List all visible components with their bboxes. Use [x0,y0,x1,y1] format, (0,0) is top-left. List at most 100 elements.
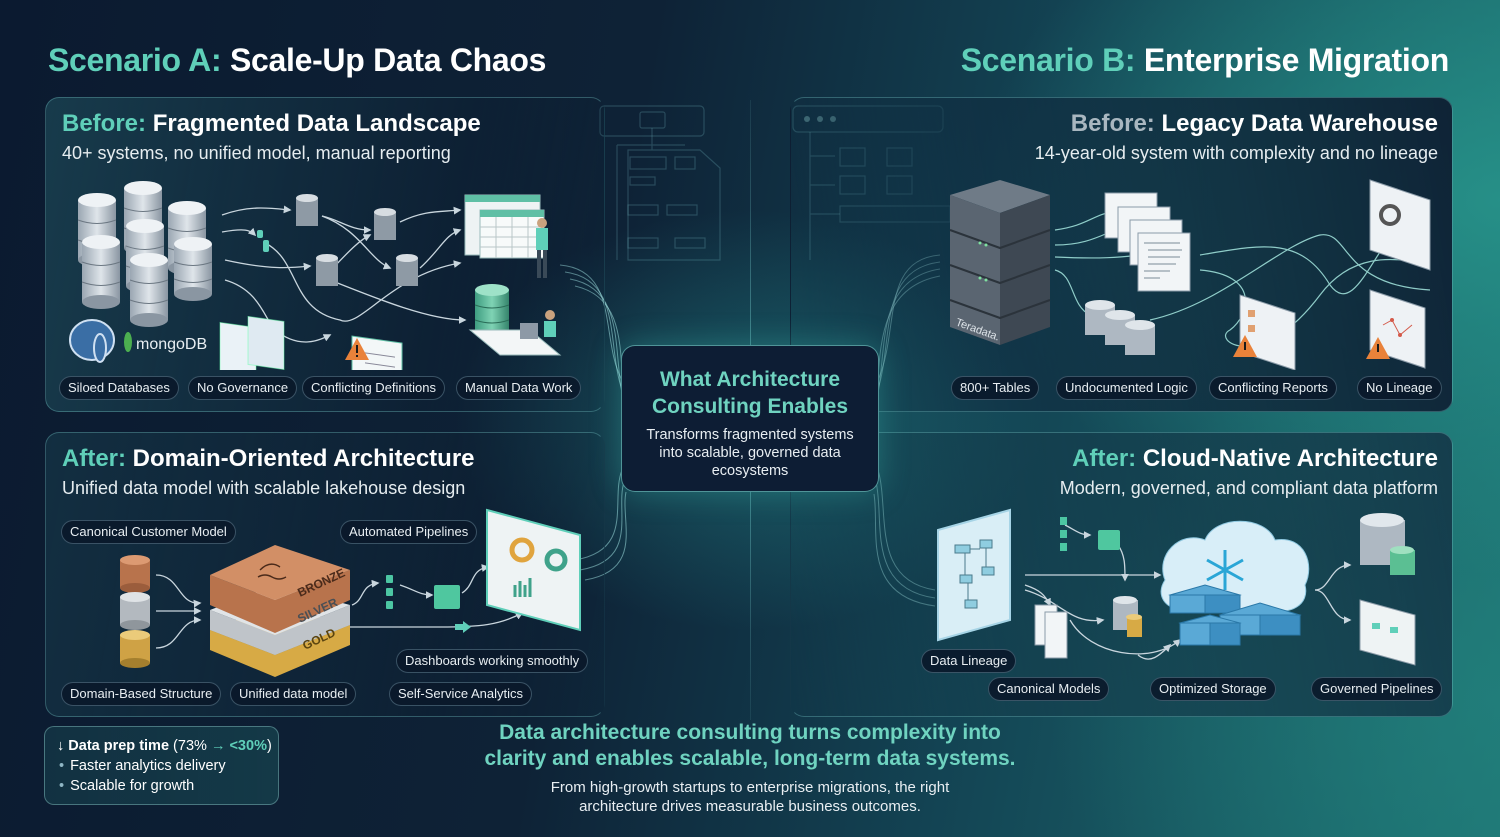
panel-b-after-subtitle: Modern, governed, and compliant data pla… [1059,478,1438,498]
panel-b-before-title: Before: Legacy Data Warehouse [1071,110,1438,138]
panel-a-before-subtitle: 40+ systems, no unified model, manual re… [62,143,451,163]
metric-label: Data prep time [68,738,170,754]
tag-conflicting-reports: Conflicting Reports [1209,376,1337,400]
bronze-database-icon [120,555,150,593]
center-subtitle-line: ecosystems [711,463,789,479]
metric-bullet: • Scalable for growth [57,776,278,796]
bullet-text: Faster analytics delivery [70,758,226,774]
governed-database-icon [1360,513,1415,575]
center-subtitle-line: into scalable, governed data [659,445,841,461]
database-cluster-icon [77,181,213,327]
tag-self-service-analytics: Self-Service Analytics [389,682,532,706]
postgres-logo-icon [69,319,115,363]
tag-optimized-storage: Optimized Storage [1150,677,1276,701]
panel-b-before [790,97,1453,412]
scenario-b-name: Enterprise Migration [1143,42,1449,78]
center-title-line: Consulting Enables [651,395,848,418]
green-database-icon [474,284,510,334]
panel-b-before-subtitle: 14-year-old system with complexity and n… [1034,143,1438,163]
tag-governed-pipelines: Governed Pipelines [1311,677,1443,701]
fragmented-landscape-illustration: mongoDB [69,181,562,370]
tag-no-governance: No Governance [188,376,298,400]
tag-conflicting-definitions: Conflicting Definitions [302,376,446,400]
pipeline-window-icon [1359,599,1416,666]
code-doc-stack-icon [1104,192,1191,292]
metric-data-prep-time: ↓ Data prep time (73% → <30%) [57,736,278,756]
legacy-warehouse-illustration: Teradata. [949,179,1431,370]
silver-database-icon [120,592,150,630]
window-icons [219,315,285,370]
center-card: What Architecture Consulting Enables Tra… [621,345,879,492]
metric-arrow-icon: → [210,738,226,754]
tag-manual-data-work: Manual Data Work [456,376,582,400]
warning-icon [345,338,369,360]
report-window-icon [1239,294,1296,370]
metric-bullet: • Faster analytics delivery [57,756,278,776]
metric-after-value: <30% [229,738,267,754]
bullet-text: Scalable for growth [70,778,195,794]
person-standing-icon [536,218,548,278]
cloud-native-illustration [937,508,1416,666]
database-stack-icon [1085,300,1155,355]
after-title: Domain-Oriented Architecture [132,445,475,472]
spreadsheet-icon [464,194,545,259]
panel-a-after-title: After: Domain-Oriented Architecture [62,445,475,473]
tag-undocumented-logic: Undocumented Logic [1056,376,1197,400]
scenario-a-name: Scale-Up Data Chaos [229,42,547,78]
pipeline-nodes-icon [1060,517,1120,551]
after-title: Cloud-Native Architecture [1142,445,1438,472]
bullet-icon: • [59,778,65,794]
shard-icon [257,230,269,252]
storage-blocks-icon [1168,584,1302,646]
tag-data-lineage: Data Lineage [921,649,1017,673]
before-label: Before: [62,110,147,137]
before-title: Legacy Data Warehouse [1161,110,1438,137]
dashboard-icon [486,508,581,632]
metrics-box: ↓ Data prep time (73% → <30%) • Faster an… [44,726,279,805]
mongodb-logo-text: mongoDB [136,336,207,353]
footer-headline: Data architecture consulting turns compl… [460,720,1040,772]
after-label: After: [1072,445,1137,472]
down-arrow-icon: ↓ [57,738,65,754]
center-title-line: What Architecture [659,368,841,391]
small-database-icon [296,194,418,286]
tag-800-tables: 800+ Tables [951,376,1040,400]
panel-a-before-title: Before: Fragmented Data Landscape [62,110,481,138]
tag-canonical-models: Canonical Models [988,677,1110,701]
footer-subtitle: From high-growth startups to enterprise … [460,778,1040,816]
panel-b-after-title: After: Cloud-Native Architecture [1072,445,1438,473]
scenario-a-title: Scenario A: Scale-Up Data Chaos [48,42,546,79]
bronze-layer [210,545,350,633]
tag-automated-pipelines: Automated Pipelines [340,520,478,544]
tag-dashboards-working: Dashboards working smoothly [396,649,589,673]
gold-database-icon [120,630,150,668]
warning-icon [1366,337,1390,359]
before-title: Fragmented Data Landscape [152,110,481,137]
tag-siloed-databases: Siloed Databases [59,376,179,400]
tag-canonical-customer-model: Canonical Customer Model [61,520,236,544]
mongodb-logo-icon [124,332,132,352]
canonical-doc-icon [1034,604,1068,659]
footer-headline-line: clarity and enables scalable, long-term … [484,747,1016,770]
metric-before-value: (73% [173,738,207,754]
bullet-icon: • [59,758,65,774]
pipeline-nodes-icon [386,575,460,609]
lineage-diagram-icon [937,508,1011,642]
panel-a-after-subtitle: Unified data model with scalable lakehou… [62,478,466,498]
center-subtitle-line: Transforms fragmented systems [646,427,854,443]
tag-domain-based-structure: Domain-Based Structure [61,682,222,706]
after-label: After: [62,445,126,472]
footer-subtitle-line: architecture drives measurable business … [579,798,921,815]
mixed-database-icon [1113,596,1142,637]
scenario-b-title: Scenario B: Enterprise Migration [960,42,1450,79]
lakehouse-illustration: BRONZE SILVER GOLD [120,508,581,677]
person-laptop-icon [468,310,562,356]
tag-unified-data-model: Unified data model [230,682,357,706]
settings-window-icon [1369,179,1431,271]
center-subtitle: Transforms fragmented systems into scala… [622,426,878,480]
scenario-b-label: Scenario B: [960,42,1136,78]
scenario-a-label: Scenario A: [48,42,222,78]
center-title: What Architecture Consulting Enables [622,366,878,420]
metric-close-paren: ) [266,738,272,754]
teradata-server-icon [949,180,1051,345]
